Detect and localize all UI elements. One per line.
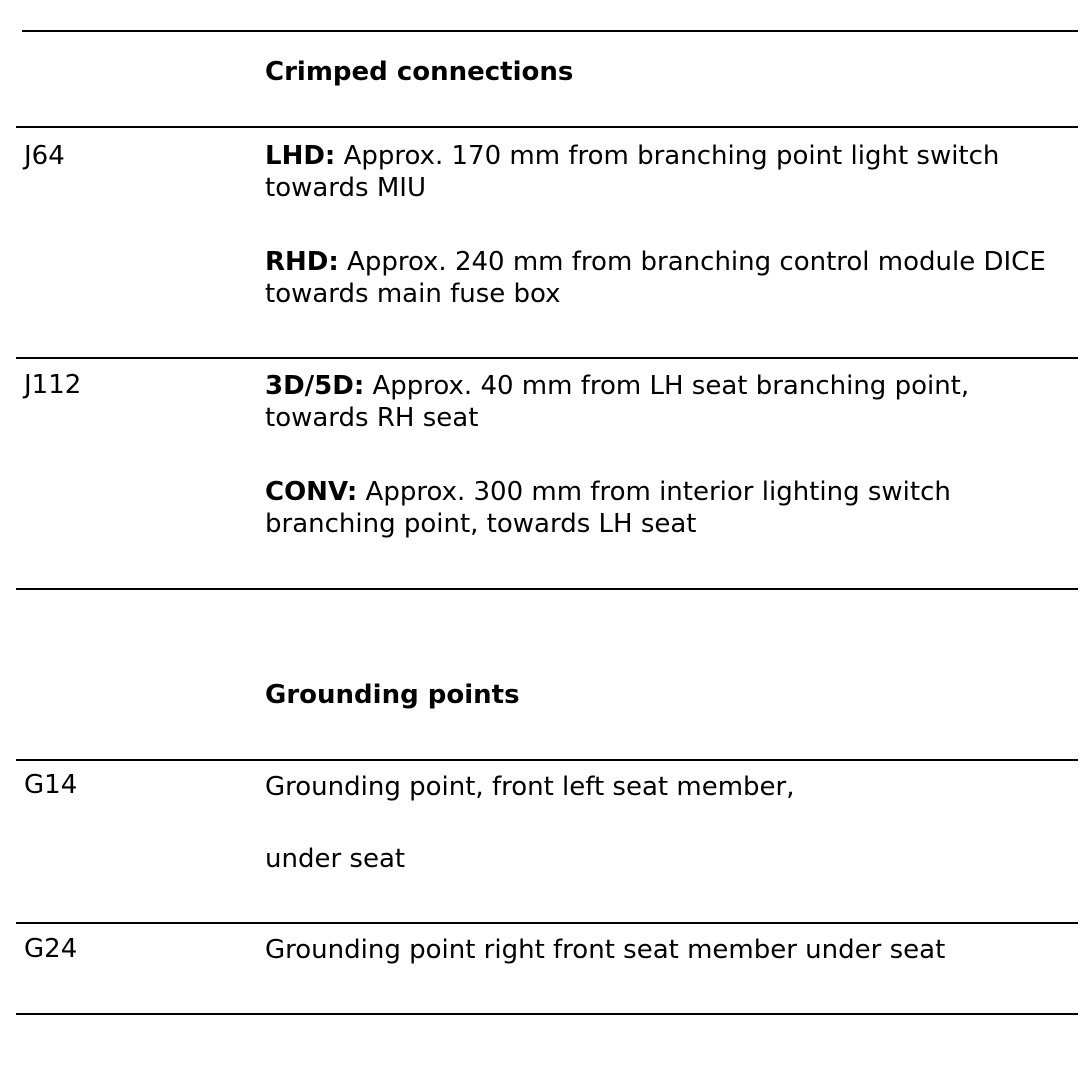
entry-text: Approx. 240 mm from branching control mo… [265, 247, 1046, 309]
g14-line-2: under seat [265, 844, 406, 874]
entry-j64-rhd: RHD: Approx. 240 mm from branching contr… [265, 246, 1075, 310]
entry-j112-3d5d: 3D/5D: Approx. 40 mm from LH seat branch… [265, 370, 1075, 434]
rule-top [22, 30, 1078, 32]
entry-text: Approx. 40 mm from LH seat branching poi… [265, 371, 970, 433]
g24-line-1: Grounding point right front seat member … [265, 935, 946, 965]
entry-text: Approx. 170 mm from branching point ligh… [265, 141, 1000, 203]
rule-bottom [16, 1013, 1078, 1015]
entry-j112-conv: CONV: Approx. 300 mm from interior light… [265, 476, 1075, 540]
entry-label: CONV: [265, 477, 358, 507]
entry-label: 3D/5D: [265, 371, 365, 401]
section-heading-grounding: Grounding points [265, 680, 520, 710]
code-j112: J112 [24, 370, 82, 400]
code-g14: G14 [24, 770, 78, 800]
entry-text: Approx. 300 mm from interior lighting sw… [265, 477, 951, 539]
section-heading-crimped: Crimped connections [265, 57, 574, 87]
rule-after-j64 [16, 357, 1078, 359]
rule-after-crimped-heading [16, 126, 1078, 128]
entry-j64-lhd: LHD: Approx. 170 mm from branching point… [265, 140, 1075, 204]
entry-label: RHD: [265, 247, 339, 277]
entry-label: LHD: [265, 141, 336, 171]
code-j64: J64 [24, 141, 65, 171]
g14-line-1: Grounding point, front left seat member, [265, 772, 795, 802]
rule-after-j112 [16, 588, 1078, 590]
code-g24: G24 [24, 934, 78, 964]
rule-after-g14 [16, 922, 1078, 924]
rule-after-grounding-heading [16, 759, 1078, 761]
